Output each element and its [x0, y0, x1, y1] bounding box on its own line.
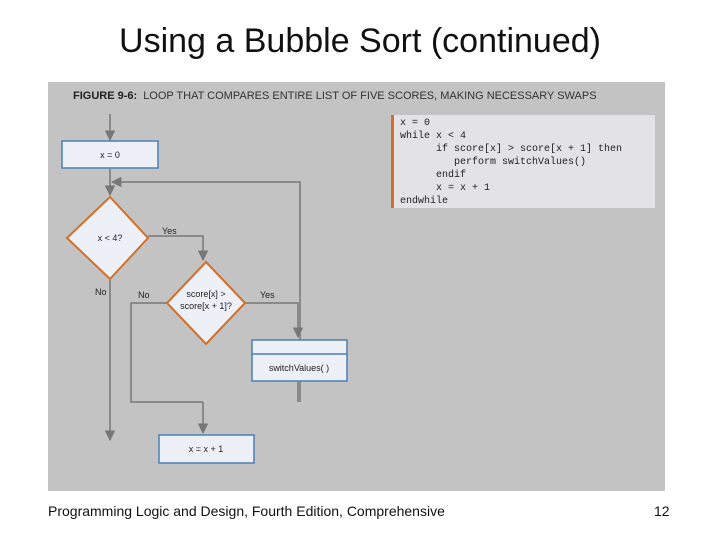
code-line: endif — [400, 170, 467, 181]
compare-no-line — [130, 302, 203, 403]
pseudocode-box: x = 0 while x < 4 if score[x] > score[x … — [391, 115, 655, 208]
code-line: x = x + 1 — [400, 183, 491, 194]
compare-diamond — [165, 260, 247, 346]
arrow-compare-yes — [245, 302, 304, 339]
figure-caption-text: LOOP THAT COMPARES ENTIRE LIST OF FIVE S… — [143, 90, 597, 102]
figure-caption: FIGURE 9-6: LOOP THAT COMPARES ENTIRE LIS… — [73, 90, 597, 102]
arrow-yes-branch — [148, 235, 209, 262]
loop-test-label: x < 4? — [98, 233, 123, 243]
init-box-label: x = 0 — [100, 150, 120, 160]
compare-yes-label: Yes — [260, 290, 275, 300]
code-line: x = 0 — [400, 118, 431, 129]
loop-no-label: No — [95, 287, 107, 297]
swap-box-label: switchValues( ) — [269, 363, 329, 373]
compare-label-line2: score[x + 1]? — [180, 301, 232, 311]
footer-book-title: Programming Logic and Design, Fourth Edi… — [48, 503, 445, 519]
code-line: while x < 4 — [400, 131, 467, 142]
code-line: perform switchValues() — [400, 157, 587, 168]
figure-number: FIGURE 9-6: — [73, 90, 138, 102]
code-line: if score[x] > score[x + 1] then — [400, 144, 623, 155]
figure-panel: FIGURE 9-6: LOOP THAT COMPARES ENTIRE LIS… — [48, 82, 665, 491]
code-line: endwhile — [400, 196, 449, 207]
slide-title: Using a Bubble Sort (continued) — [119, 22, 601, 60]
compare-label-line1: score[x] > — [186, 289, 225, 299]
flowchart: x = 0 x < 4? score[x] > score[x + 1]? sw… — [61, 114, 348, 464]
increment-box-label: x = x + 1 — [189, 444, 224, 454]
page-number: 12 — [654, 503, 670, 519]
loop-yes-label: Yes — [162, 226, 177, 236]
loop-test-diamond — [65, 195, 150, 281]
init-box — [61, 140, 159, 169]
compare-no-label: No — [138, 290, 150, 300]
increment-box — [158, 434, 255, 464]
swap-box — [251, 339, 348, 382]
